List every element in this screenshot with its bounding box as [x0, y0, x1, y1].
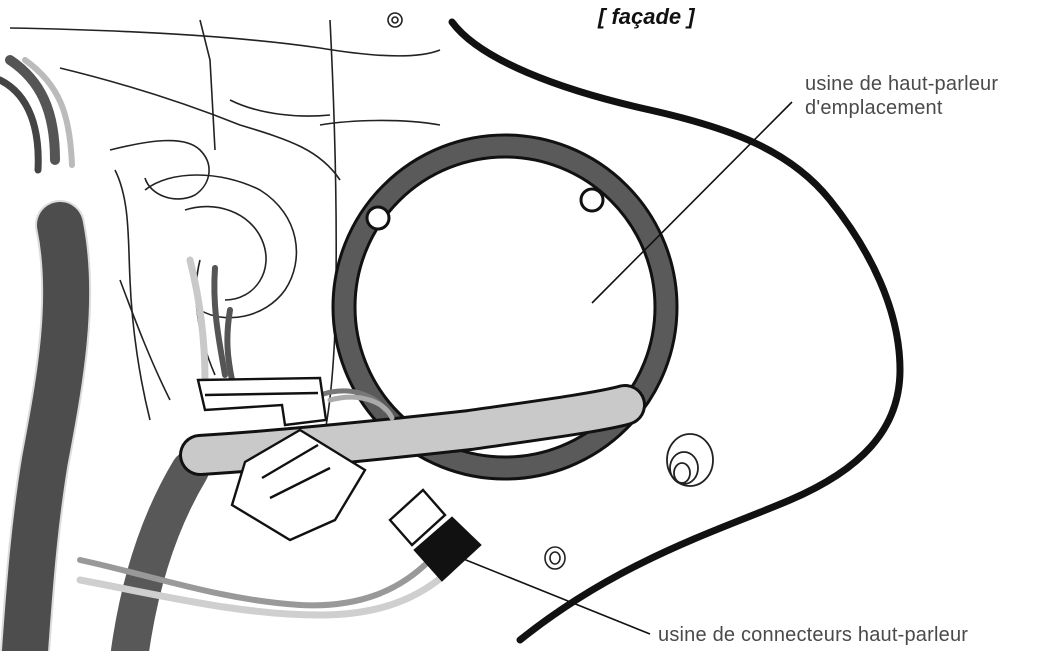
factory-connector-lower: [230, 428, 367, 542]
wiring-harness: [0, 55, 454, 651]
screw-boss-icon: [666, 433, 714, 487]
callout-leaders: [455, 101, 793, 635]
callout-speaker-mount-line2: d'emplacement: [805, 97, 943, 119]
speaker-connector-pair: [388, 488, 482, 582]
callout-speaker-mount: usine de haut-parleur d'emplacement: [805, 72, 998, 120]
callout-speaker-connectors: usine de connecteurs haut-parleur: [658, 624, 969, 646]
door-outline: [448, 18, 904, 644]
factory-connector-upper: [196, 376, 328, 427]
small-screw-icon: [544, 546, 566, 570]
top-screw-icon: [387, 12, 403, 28]
panel-outlines: [9, 19, 441, 481]
view-title: [ façade ]: [598, 4, 695, 29]
callout-speaker-mount-line1: usine de haut-parleur: [805, 73, 999, 95]
